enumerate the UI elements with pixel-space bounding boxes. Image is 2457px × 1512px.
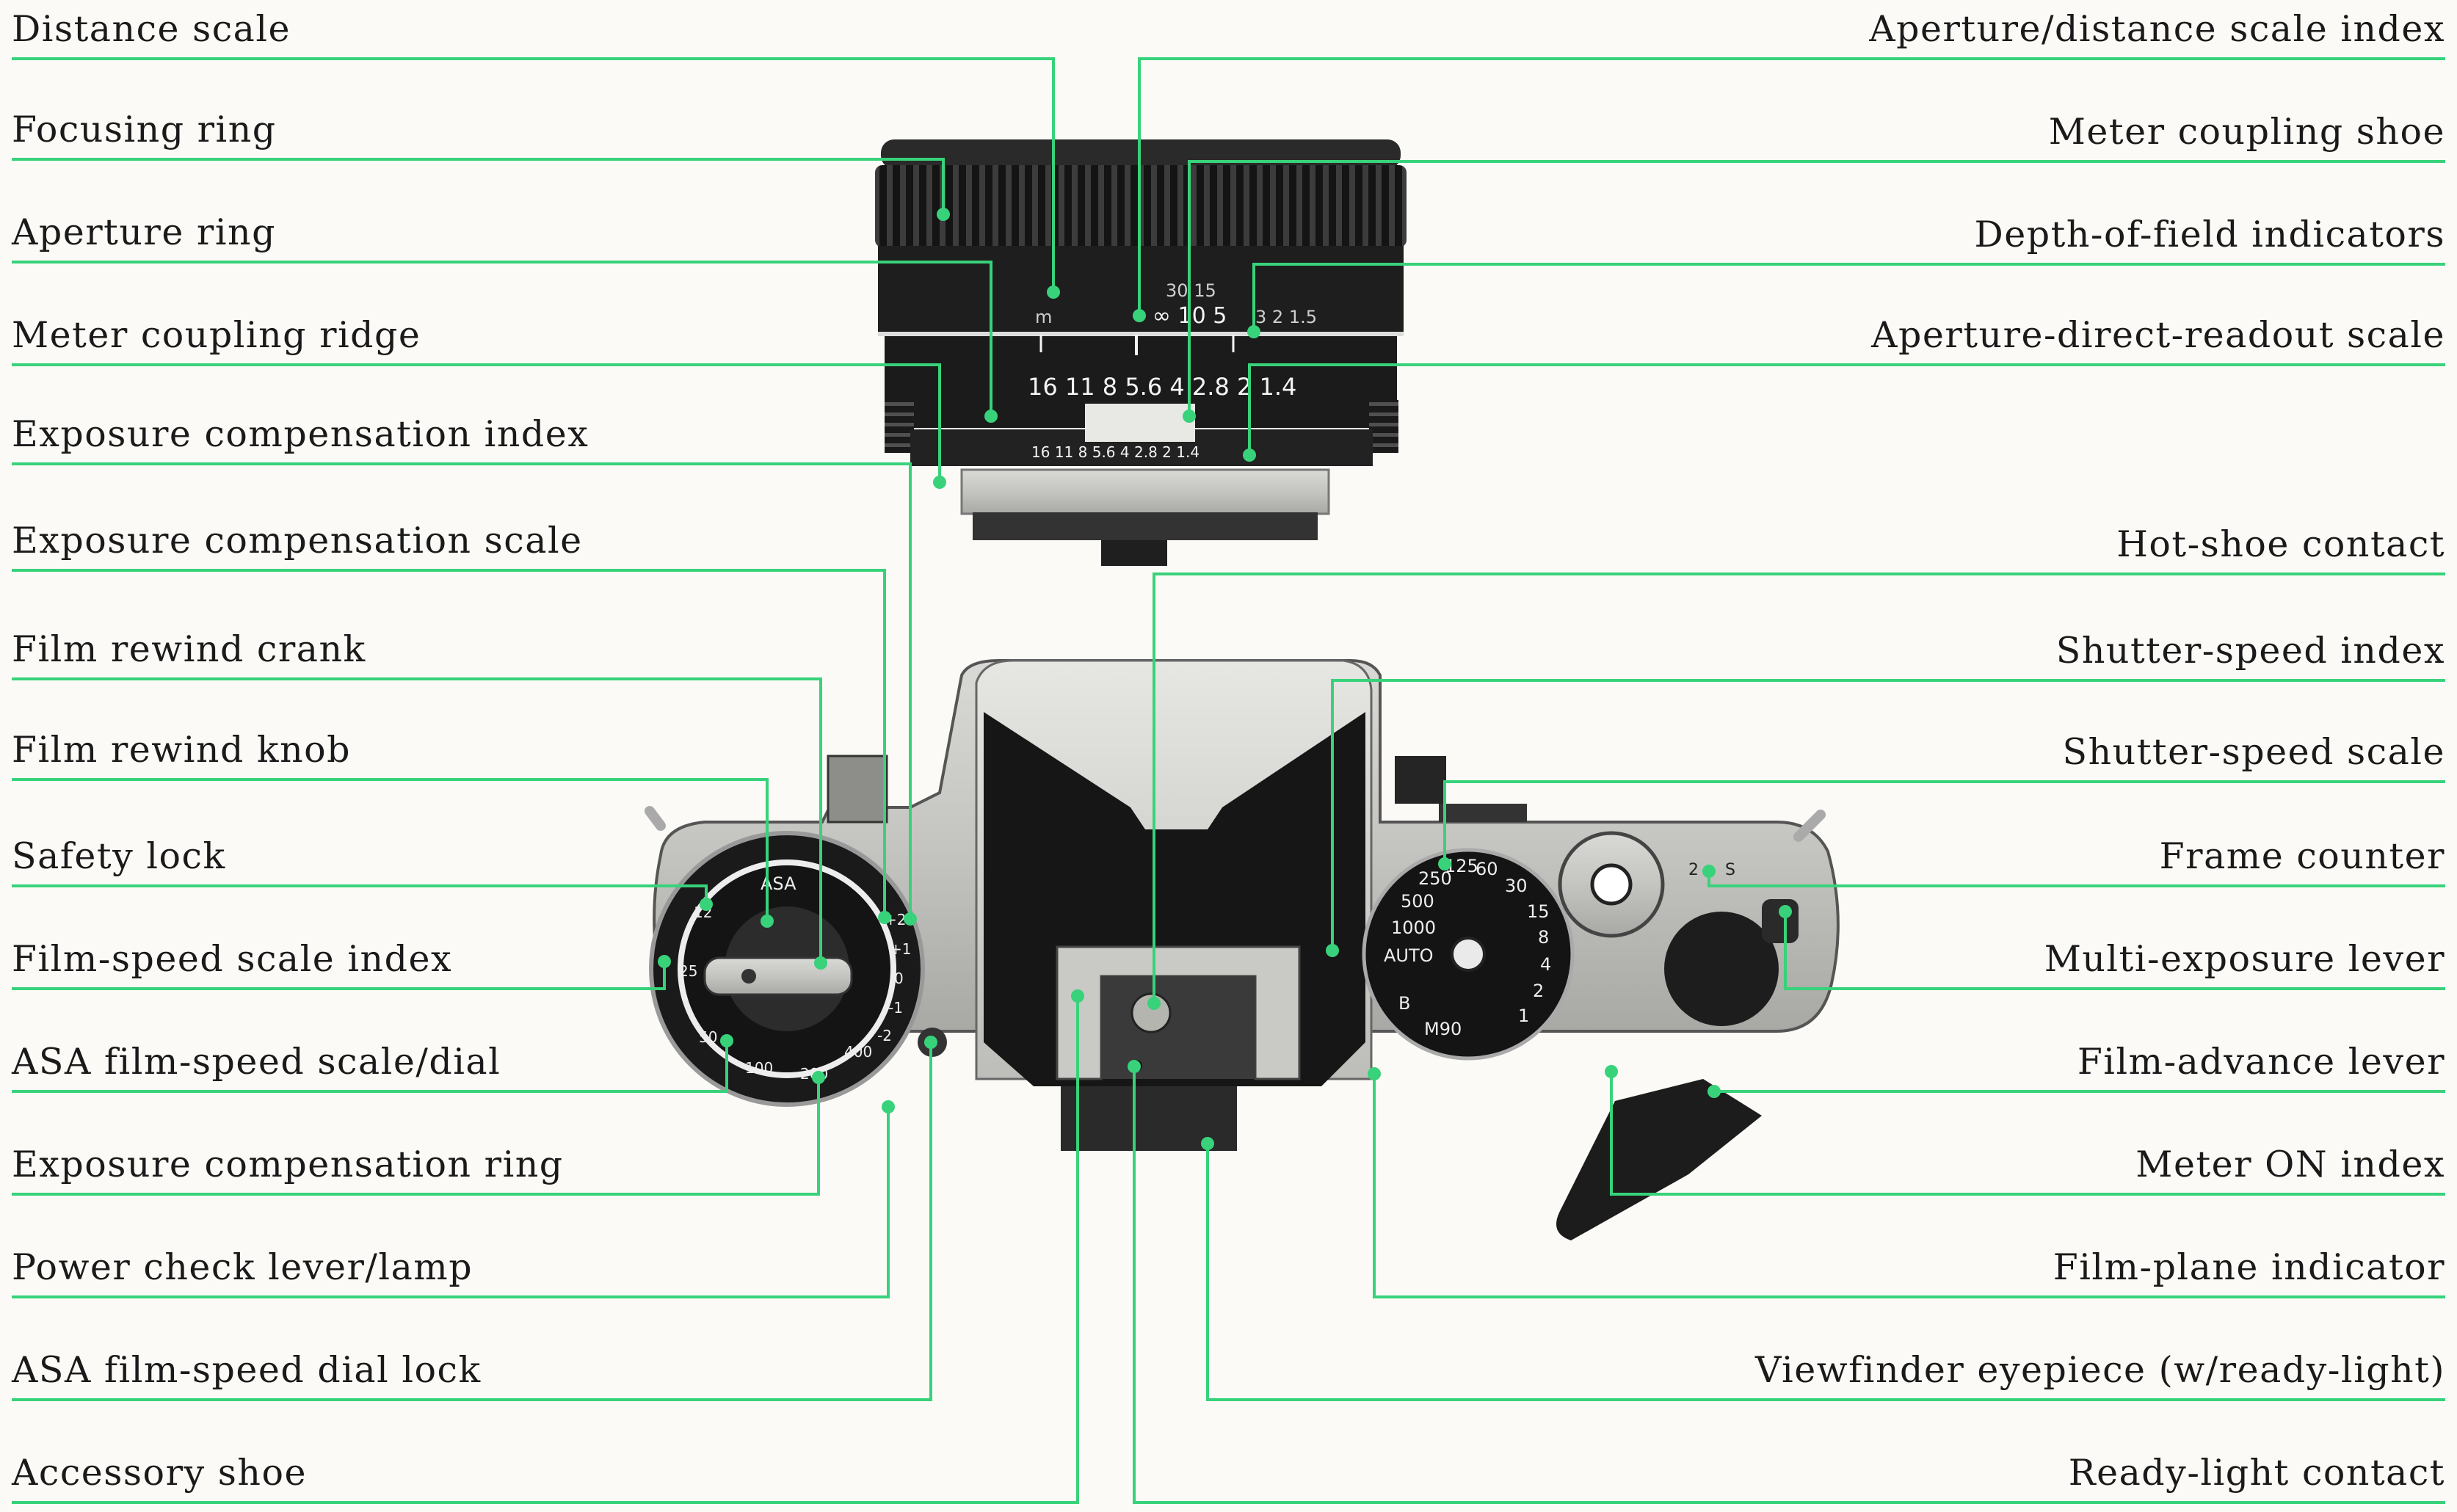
svg-text:25: 25 [679,962,697,980]
lens-scales: ∞ 10 5 30 15 3 2 1.5 m 16 11 8 5.6 4 2.8… [1028,280,1317,461]
label-aperture-ring: Aperture ring [12,211,276,253]
label-film-rewind-crank: Film rewind crank [12,628,366,670]
leader-meter-on-index [1610,1072,2445,1196]
svg-text:+1: +1 [890,940,911,958]
film-rewind-assembly: ASA 12 25 50 100 200 400 +2 +1 0 -1 -2 [645,755,947,1107]
leader-film-rewind-crank [12,677,822,963]
svg-text:1: 1 [1518,1006,1529,1026]
lens-mount [960,468,1330,515]
leader-film-plane-indicator [1373,1074,2445,1298]
leader-meter-coupling-ridge [12,363,941,482]
svg-text:m: m [1035,307,1052,327]
label-ready-light-contact: Ready-light contact [2068,1452,2445,1494]
svg-text:M90: M90 [1424,1019,1462,1039]
label-meter-coupling-ridge: Meter coupling ridge [12,314,421,356]
svg-text:8: 8 [1538,927,1549,948]
leader-depth-of-field [1252,263,2445,332]
label-aperture-distance-index: Aperture/distance scale index [1869,8,2445,50]
leader-power-check [12,1107,890,1298]
leader-shutter-speed-scale [1443,780,2445,864]
svg-text:30 15: 30 15 [1166,280,1216,301]
shutter-speed-assembly: AUTO 1000 500 250 125 60 30 15 8 4 2 1 B… [1362,756,1826,1240]
label-shutter-speed-index: Shutter-speed index [2055,630,2445,672]
svg-text:3 2 1.5: 3 2 1.5 [1255,307,1317,327]
camera-body: ASA 12 25 50 100 200 400 +2 +1 0 -1 -2 A… [645,659,1840,1240]
svg-text:1000: 1000 [1391,917,1436,938]
leader-endpoints [658,208,1792,1150]
svg-text:30: 30 [1505,876,1528,896]
svg-text:S: S [1725,861,1735,879]
label-exposure-comp-ring: Exposure compensation ring [12,1144,564,1185]
svg-text:AUTO: AUTO [1384,945,1434,966]
label-film-speed-index: Film-speed scale index [12,938,453,980]
leader-accessory-shoe [12,996,1079,1504]
leader-focusing-ring [12,158,945,214]
adr-scale-text: 16 11 8 5.6 4 2.8 2 1.4 [1031,443,1200,461]
leader-adr-scale [1248,363,2445,455]
label-safety-lock: Safety lock [12,835,226,877]
leader-aperture-ring [12,261,992,416]
svg-text:-1: -1 [888,999,903,1017]
label-focusing-ring: Focusing ring [12,109,277,150]
leader-exposure-comp-scale [12,569,886,917]
label-film-plane-indicator: Film-plane indicator [2053,1246,2445,1288]
leader-distance-scale [12,57,1055,292]
svg-text:2: 2 [1688,861,1699,879]
power-check-lever [827,755,888,824]
label-power-check: Power check lever/lamp [12,1246,473,1288]
label-meter-on-index: Meter ON index [2135,1144,2445,1185]
multi-exposure-lever [1762,899,1799,943]
svg-text:-2: -2 [877,1027,892,1044]
label-meter-coupling-shoe: Meter coupling shoe [2048,111,2445,153]
leader-exposure-comp-index [12,462,912,919]
leader-aperture-distance-index [1138,57,2445,316]
svg-text:60: 60 [1476,859,1498,879]
svg-text:4: 4 [1540,954,1551,975]
svg-text:15: 15 [1527,901,1550,922]
svg-text:0: 0 [894,970,904,987]
label-distance-scale: Distance scale [12,8,291,50]
label-shutter-speed-scale: Shutter-speed scale [2062,731,2445,773]
label-adr-scale: Aperture-direct-readout scale [1871,314,2445,356]
label-film-advance-lever: Film-advance lever [2077,1041,2445,1083]
label-multi-exposure-lever: Multi-exposure lever [2044,938,2445,980]
label-exposure-comp-scale: Exposure compensation scale [12,520,583,561]
svg-text:250: 250 [1418,868,1452,889]
leader-ready-light-contact [1133,1066,2445,1504]
label-asa-dial: ASA film-speed scale/dial [12,1041,501,1083]
svg-text:B: B [1398,993,1410,1014]
svg-text:2: 2 [1533,981,1544,1001]
label-frame-counter: Frame counter [2159,835,2445,877]
film-advance-knob [1664,912,1779,1026]
leader-viewfinder-eyepiece [1206,1144,2445,1401]
leader-hot-shoe-contact [1153,573,2445,1003]
leader-multi-exposure-lever [1784,912,2445,990]
aperture-scale-text: 16 11 8 5.6 4 2.8 2 1.4 [1028,373,1296,401]
lens-mount-base [973,512,1318,540]
label-hot-shoe-contact: Hot-shoe contact [2116,523,2445,565]
svg-text:50: 50 [699,1028,717,1046]
leader-exposure-comp-ring [12,1077,820,1196]
label-viewfinder-eyepiece: Viewfinder eyepiece (w/ready-light) [1755,1349,2445,1391]
leader-asa-dial [12,1041,728,1093]
film-rewind-crank [703,956,853,996]
svg-text:400: 400 [844,1043,872,1061]
label-asa-dial-lock: ASA film-speed dial lock [12,1349,482,1391]
leader-safety-lock [12,884,708,904]
svg-text:500: 500 [1401,891,1434,912]
label-exposure-comp-index: Exposure compensation index [12,413,589,455]
film-advance-lever [1556,1079,1762,1240]
svg-text:100: 100 [745,1059,773,1077]
leader-shutter-speed-index [1331,679,2445,951]
leader-film-speed-index [12,962,666,990]
label-depth-of-field: Depth-of-field indicators [1974,214,2445,255]
label-film-rewind-knob: Film rewind knob [12,729,352,771]
distance-scale-text: ∞ 10 5 [1153,303,1227,329]
leader-film-rewind-knob [12,778,769,921]
leader-meter-coupling-shoe [1188,160,2445,416]
meter-coupling-shoe [1085,404,1195,442]
label-accessory-shoe: Accessory shoe [12,1452,307,1494]
leader-asa-dial-lock [12,1042,932,1401]
